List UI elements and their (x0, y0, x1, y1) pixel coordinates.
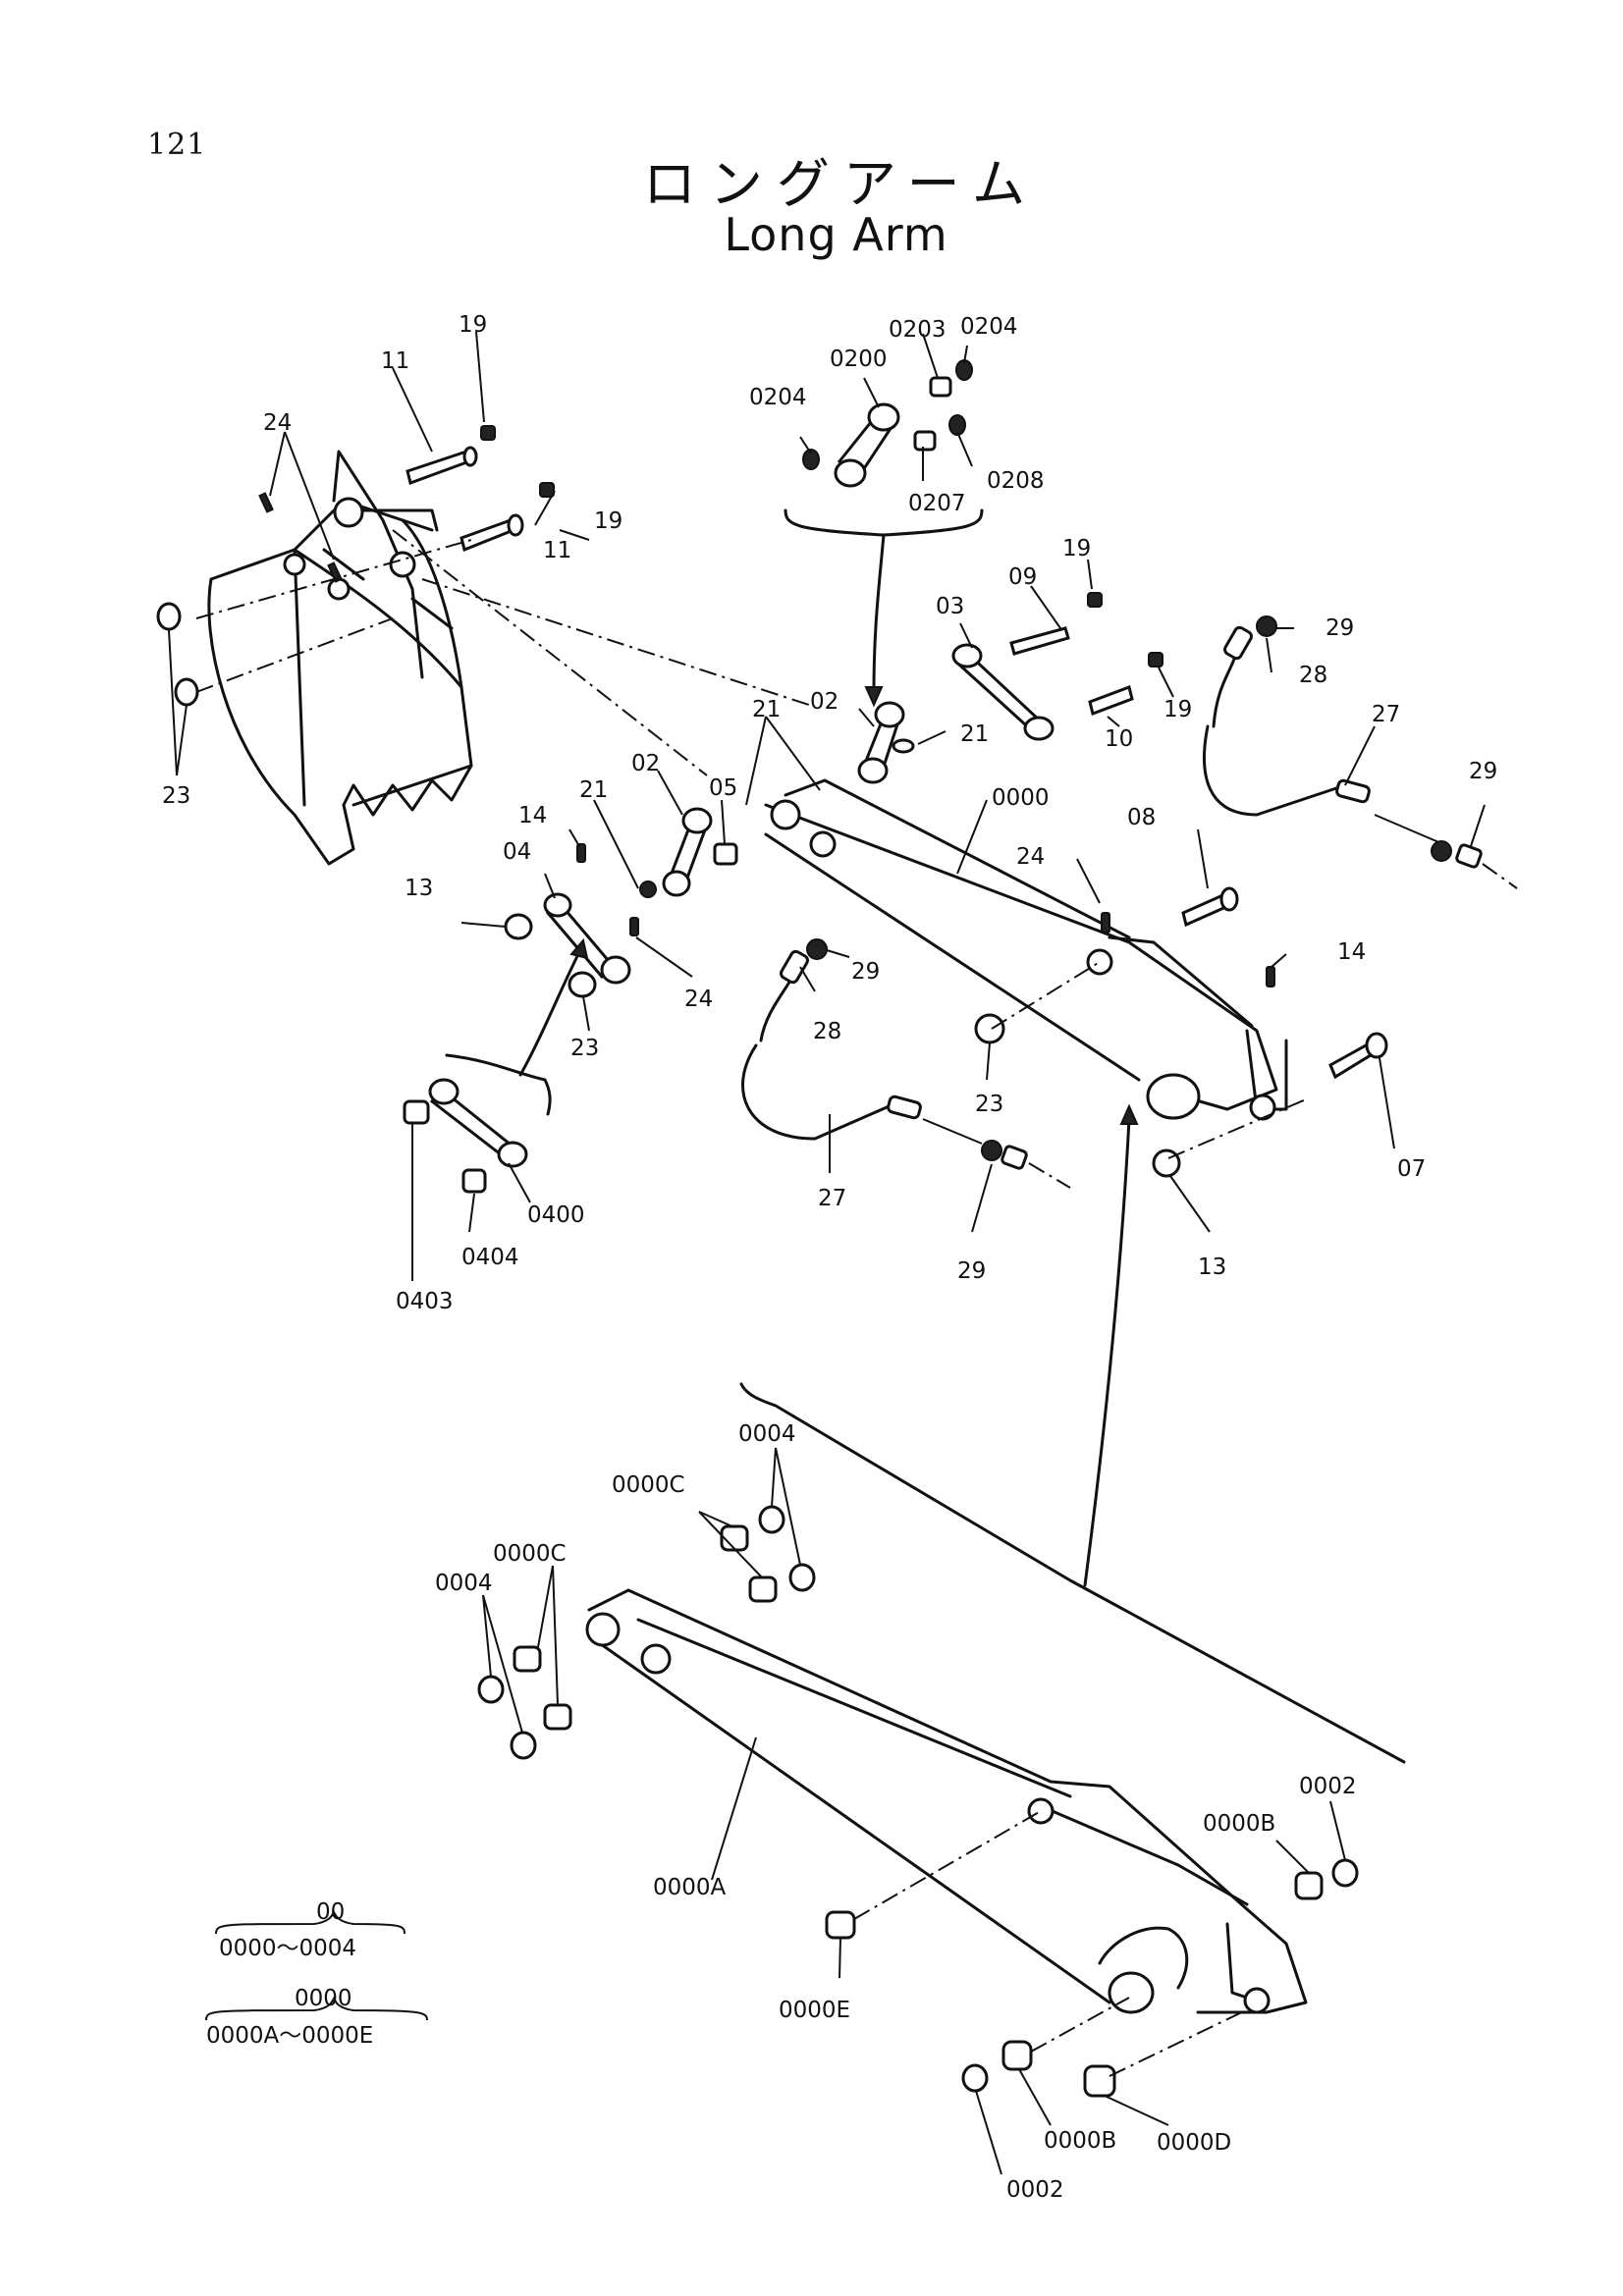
callout-14: 14 (518, 803, 547, 828)
seal-23-upper (156, 602, 182, 631)
callout-28: 28 (813, 1019, 841, 1044)
leader-lines (168, 331, 1486, 2175)
callout-14: 14 (1337, 939, 1366, 965)
arrow-0400 (518, 950, 581, 1077)
callout-0000E: 0000E (779, 1998, 850, 2023)
callout-0204: 0204 (960, 314, 1018, 340)
callout-0404: 0404 (461, 1245, 519, 1270)
callout-0000A: 0000A (653, 1875, 727, 1900)
callout-0208: 0208 (987, 468, 1045, 494)
legend-range: 0000A〜0000E (206, 2023, 373, 2049)
seal-23-link (568, 971, 597, 998)
long-arm-body (585, 1588, 1308, 2014)
callout-24: 24 (263, 410, 292, 436)
callout-0002: 0002 (1006, 2177, 1064, 2203)
big-arm-bushings-right (825, 1858, 1359, 2098)
callout-0004: 0004 (435, 1571, 493, 1596)
callout-labels: 19 11 24 19 11 23 0203 0204 0200 0204 02… (162, 312, 1497, 2203)
callout-0204: 0204 (749, 385, 807, 410)
callout-29: 29 (851, 959, 880, 985)
callout-29: 29 (957, 1258, 986, 1284)
callout-0203: 0203 (889, 317, 947, 343)
callout-0000C: 0000C (493, 1541, 567, 1567)
callout-27: 27 (818, 1186, 846, 1211)
callout-23: 23 (570, 1036, 599, 1061)
hose-27-upper (1203, 615, 1518, 889)
callout-27: 27 (1372, 702, 1400, 727)
link-04-02-05 (543, 807, 738, 985)
callout-21: 21 (960, 721, 989, 747)
bracket-0400 (445, 1053, 552, 1116)
callout-0000B: 0000B (1044, 2128, 1116, 2154)
callout-13: 13 (405, 876, 433, 901)
big-arm-bushings-left (477, 1505, 816, 1760)
bucket-pins (258, 425, 555, 583)
callout-19: 19 (459, 312, 487, 338)
seal-23-arm (974, 1013, 1005, 1044)
callout-24: 24 (684, 987, 713, 1012)
bucket (207, 450, 473, 866)
callout-29: 29 (1469, 759, 1497, 784)
callout-11: 11 (381, 348, 409, 374)
seal-13-link (504, 913, 533, 940)
callout-0004: 0004 (738, 1421, 796, 1447)
callout-21: 21 (579, 777, 608, 803)
callout-02: 02 (810, 689, 839, 715)
callout-10: 10 (1105, 726, 1133, 752)
callout-11: 11 (543, 538, 571, 563)
arm-pins (1101, 886, 1388, 1080)
callout-23: 23 (975, 1092, 1003, 1117)
callout-09: 09 (1008, 564, 1037, 590)
arrow-0000 (1083, 1117, 1131, 1587)
callout-04: 04 (503, 839, 531, 865)
bracket-0000 (739, 1382, 1406, 1764)
callout-03: 03 (936, 594, 964, 619)
callout-19: 19 (1163, 697, 1192, 722)
callout-28: 28 (1299, 663, 1327, 688)
page-title-english: Long Arm (724, 208, 948, 261)
callout-19: 19 (594, 508, 622, 534)
link-0400-detail (403, 1078, 528, 1194)
callout-24: 24 (1016, 844, 1045, 870)
callout-0400: 0400 (527, 1202, 585, 1228)
legend-range: 0000〜0004 (219, 1936, 356, 1961)
callout-08: 08 (1127, 805, 1156, 830)
callout-29: 29 (1325, 615, 1354, 641)
callout-19: 19 (1062, 536, 1091, 561)
callout-0207: 0207 (908, 491, 966, 516)
callout-21: 21 (752, 697, 781, 722)
arm-assembly (764, 778, 1288, 1121)
callout-0000C: 0000C (612, 1472, 685, 1498)
hose-27-lower (741, 938, 1071, 1189)
seal-23-lower (174, 677, 199, 707)
legend-brace (205, 1996, 428, 2021)
page-number: 121 (147, 128, 207, 162)
callout-13: 13 (1198, 1255, 1226, 1280)
arrow-0200 (872, 533, 886, 694)
legend-brace (215, 1909, 406, 1935)
callout-0000B: 0000B (1203, 1811, 1275, 1837)
callout-0403: 0403 (396, 1289, 454, 1314)
callout-02: 02 (631, 751, 660, 776)
page-title-japanese: ロングアーム (642, 153, 1040, 215)
assembly-legend: 00 0000〜0004 0000 0000A〜0000E (205, 1899, 428, 2049)
callout-23: 23 (162, 783, 190, 809)
link-0200-detail (802, 359, 973, 488)
callout-05: 05 (709, 775, 737, 801)
callout-0002: 0002 (1299, 1774, 1357, 1799)
link-02-03 (857, 592, 1163, 784)
callout-0000D: 0000D (1157, 2130, 1231, 2156)
callout-07: 07 (1397, 1156, 1426, 1182)
callout-0000: 0000 (992, 785, 1050, 811)
callout-0200: 0200 (830, 347, 888, 372)
